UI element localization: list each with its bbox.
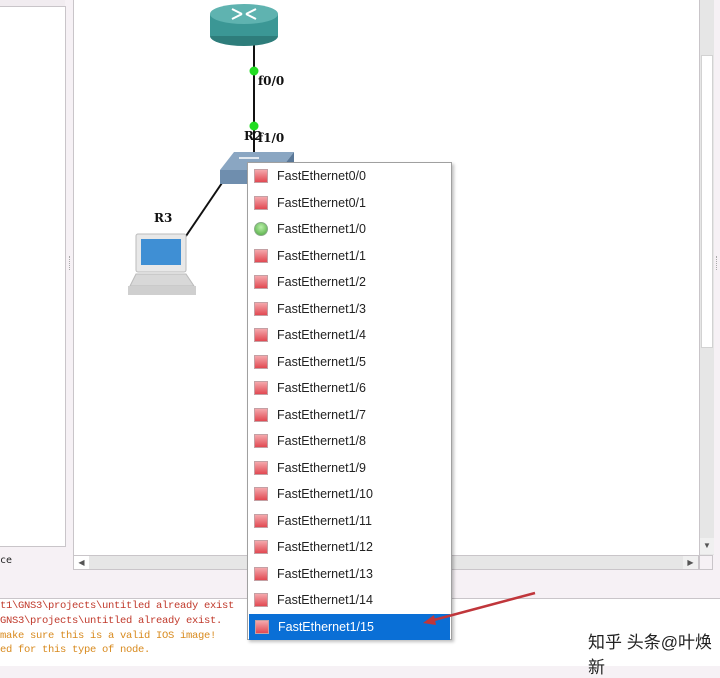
- left-panel-text: ce: [0, 555, 13, 566]
- menu-item-interface[interactable]: FastEthernet1/14: [248, 587, 451, 614]
- menu-item-interface[interactable]: FastEthernet0/1: [248, 190, 451, 217]
- menu-item-label: FastEthernet1/9: [277, 460, 366, 475]
- router-icon[interactable]: [210, 4, 278, 46]
- scroll-right-arrow-icon[interactable]: ▶: [683, 556, 698, 569]
- left-panel: [0, 6, 66, 547]
- menu-item-label: FastEthernet1/4: [277, 328, 366, 343]
- console-line-warning: make sure this is a valid IOS image!: [0, 630, 217, 642]
- menu-item-interface[interactable]: FastEthernet1/1: [248, 243, 451, 270]
- menu-item-interface[interactable]: FastEthernet1/2: [248, 269, 451, 296]
- menu-item-interface[interactable]: FastEthernet1/6: [248, 375, 451, 402]
- vertical-scrollbar-thumb[interactable]: [701, 55, 713, 348]
- splitter-handle-right[interactable]: [716, 256, 719, 270]
- menu-item-label: FastEthernet1/14: [277, 593, 373, 608]
- watermark: 知乎 头条@叶焕新: [588, 633, 712, 677]
- link-down-icon: [254, 381, 268, 396]
- console-line-error: GNS3\projects\untitled already exist.: [0, 615, 223, 627]
- menu-item-label: FastEthernet1/3: [277, 301, 366, 316]
- scrollbar-corner: [699, 555, 713, 570]
- menu-item-label: FastEthernet1/13: [277, 566, 373, 581]
- menu-item-interface[interactable]: FastEthernet0/0: [248, 163, 451, 190]
- link-down-icon: [254, 407, 268, 422]
- link-down-icon: [254, 169, 268, 184]
- link-down-icon: [254, 513, 268, 528]
- link-down-icon: [254, 195, 268, 210]
- menu-item-interface[interactable]: FastEthernet1/3: [248, 296, 451, 323]
- console-line-error: t1\GNS3\projects\untitled already exist: [0, 600, 235, 612]
- link-down-icon: [254, 248, 268, 263]
- menu-item-interface[interactable]: FastEthernet1/0: [248, 216, 451, 243]
- link-down-icon: [254, 328, 268, 343]
- link-down-icon: [254, 275, 268, 290]
- link-down-icon: [254, 566, 268, 581]
- node-label-r3: R3: [154, 211, 173, 225]
- link-down-icon: [254, 434, 268, 449]
- menu-item-interface[interactable]: FastEthernet1/11: [248, 508, 451, 535]
- link-up-indicator: [249, 66, 259, 76]
- menu-item-label: FastEthernet1/15: [278, 619, 374, 634]
- menu-item-label: FastEthernet1/8: [277, 434, 366, 449]
- menu-item-interface[interactable]: FastEthernet1/5: [248, 349, 451, 376]
- scroll-down-arrow-icon[interactable]: ▼: [700, 538, 714, 554]
- menu-item-label: FastEthernet1/5: [277, 354, 366, 369]
- menu-item-label: FastEthernet1/2: [277, 275, 366, 290]
- menu-item-interface[interactable]: FastEthernet1/7: [248, 402, 451, 429]
- menu-item-interface[interactable]: FastEthernet1/12: [248, 534, 451, 561]
- splitter-handle-left[interactable]: [69, 256, 72, 270]
- node-label-r2: R2: [244, 129, 263, 143]
- menu-item-label: FastEthernet1/6: [277, 381, 366, 396]
- vertical-scrollbar[interactable]: ▼: [699, 0, 714, 555]
- menu-item-interface[interactable]: FastEthernet1/9: [248, 455, 451, 482]
- link-down-icon: [254, 487, 268, 502]
- link-down-icon: [254, 540, 268, 555]
- link-up-icon: [254, 222, 268, 237]
- menu-item-interface[interactable]: FastEthernet1/4: [248, 322, 451, 349]
- link-switch-laptop: [185, 179, 225, 237]
- link-down-icon: [254, 301, 268, 316]
- menu-item-label: FastEthernet1/1: [277, 248, 366, 263]
- menu-item-label: FastEthernet1/11: [277, 513, 372, 528]
- link-down-icon: [254, 593, 268, 608]
- interface-label-f0-0: f0/0: [258, 74, 285, 88]
- menu-item-label: FastEthernet1/12: [277, 540, 373, 555]
- menu-item-interface[interactable]: FastEthernet1/13: [248, 561, 451, 588]
- interface-label-f1-0: f1/0: [258, 131, 285, 145]
- menu-item-interface[interactable]: FastEthernet1/15: [249, 613, 450, 640]
- link-down-icon: [254, 354, 268, 369]
- laptop-icon[interactable]: [128, 233, 196, 295]
- link-down-icon: [255, 619, 269, 634]
- menu-item-label: FastEthernet1/7: [277, 407, 366, 422]
- menu-item-label: FastEthernet0/0: [277, 169, 366, 184]
- menu-item-interface[interactable]: FastEthernet1/8: [248, 428, 451, 455]
- menu-item-label: FastEthernet1/0: [277, 222, 366, 237]
- link-up-indicator: [249, 121, 259, 131]
- left-panel-header: [0, 0, 65, 6]
- menu-item-interface[interactable]: FastEthernet1/10: [248, 481, 451, 508]
- menu-item-label: FastEthernet0/1: [277, 195, 366, 210]
- console-line-warning: ed for this type of node.: [0, 644, 151, 656]
- link-down-icon: [254, 460, 268, 475]
- scroll-left-arrow-icon[interactable]: ◀: [74, 556, 89, 569]
- menu-item-label: FastEthernet1/10: [277, 487, 373, 502]
